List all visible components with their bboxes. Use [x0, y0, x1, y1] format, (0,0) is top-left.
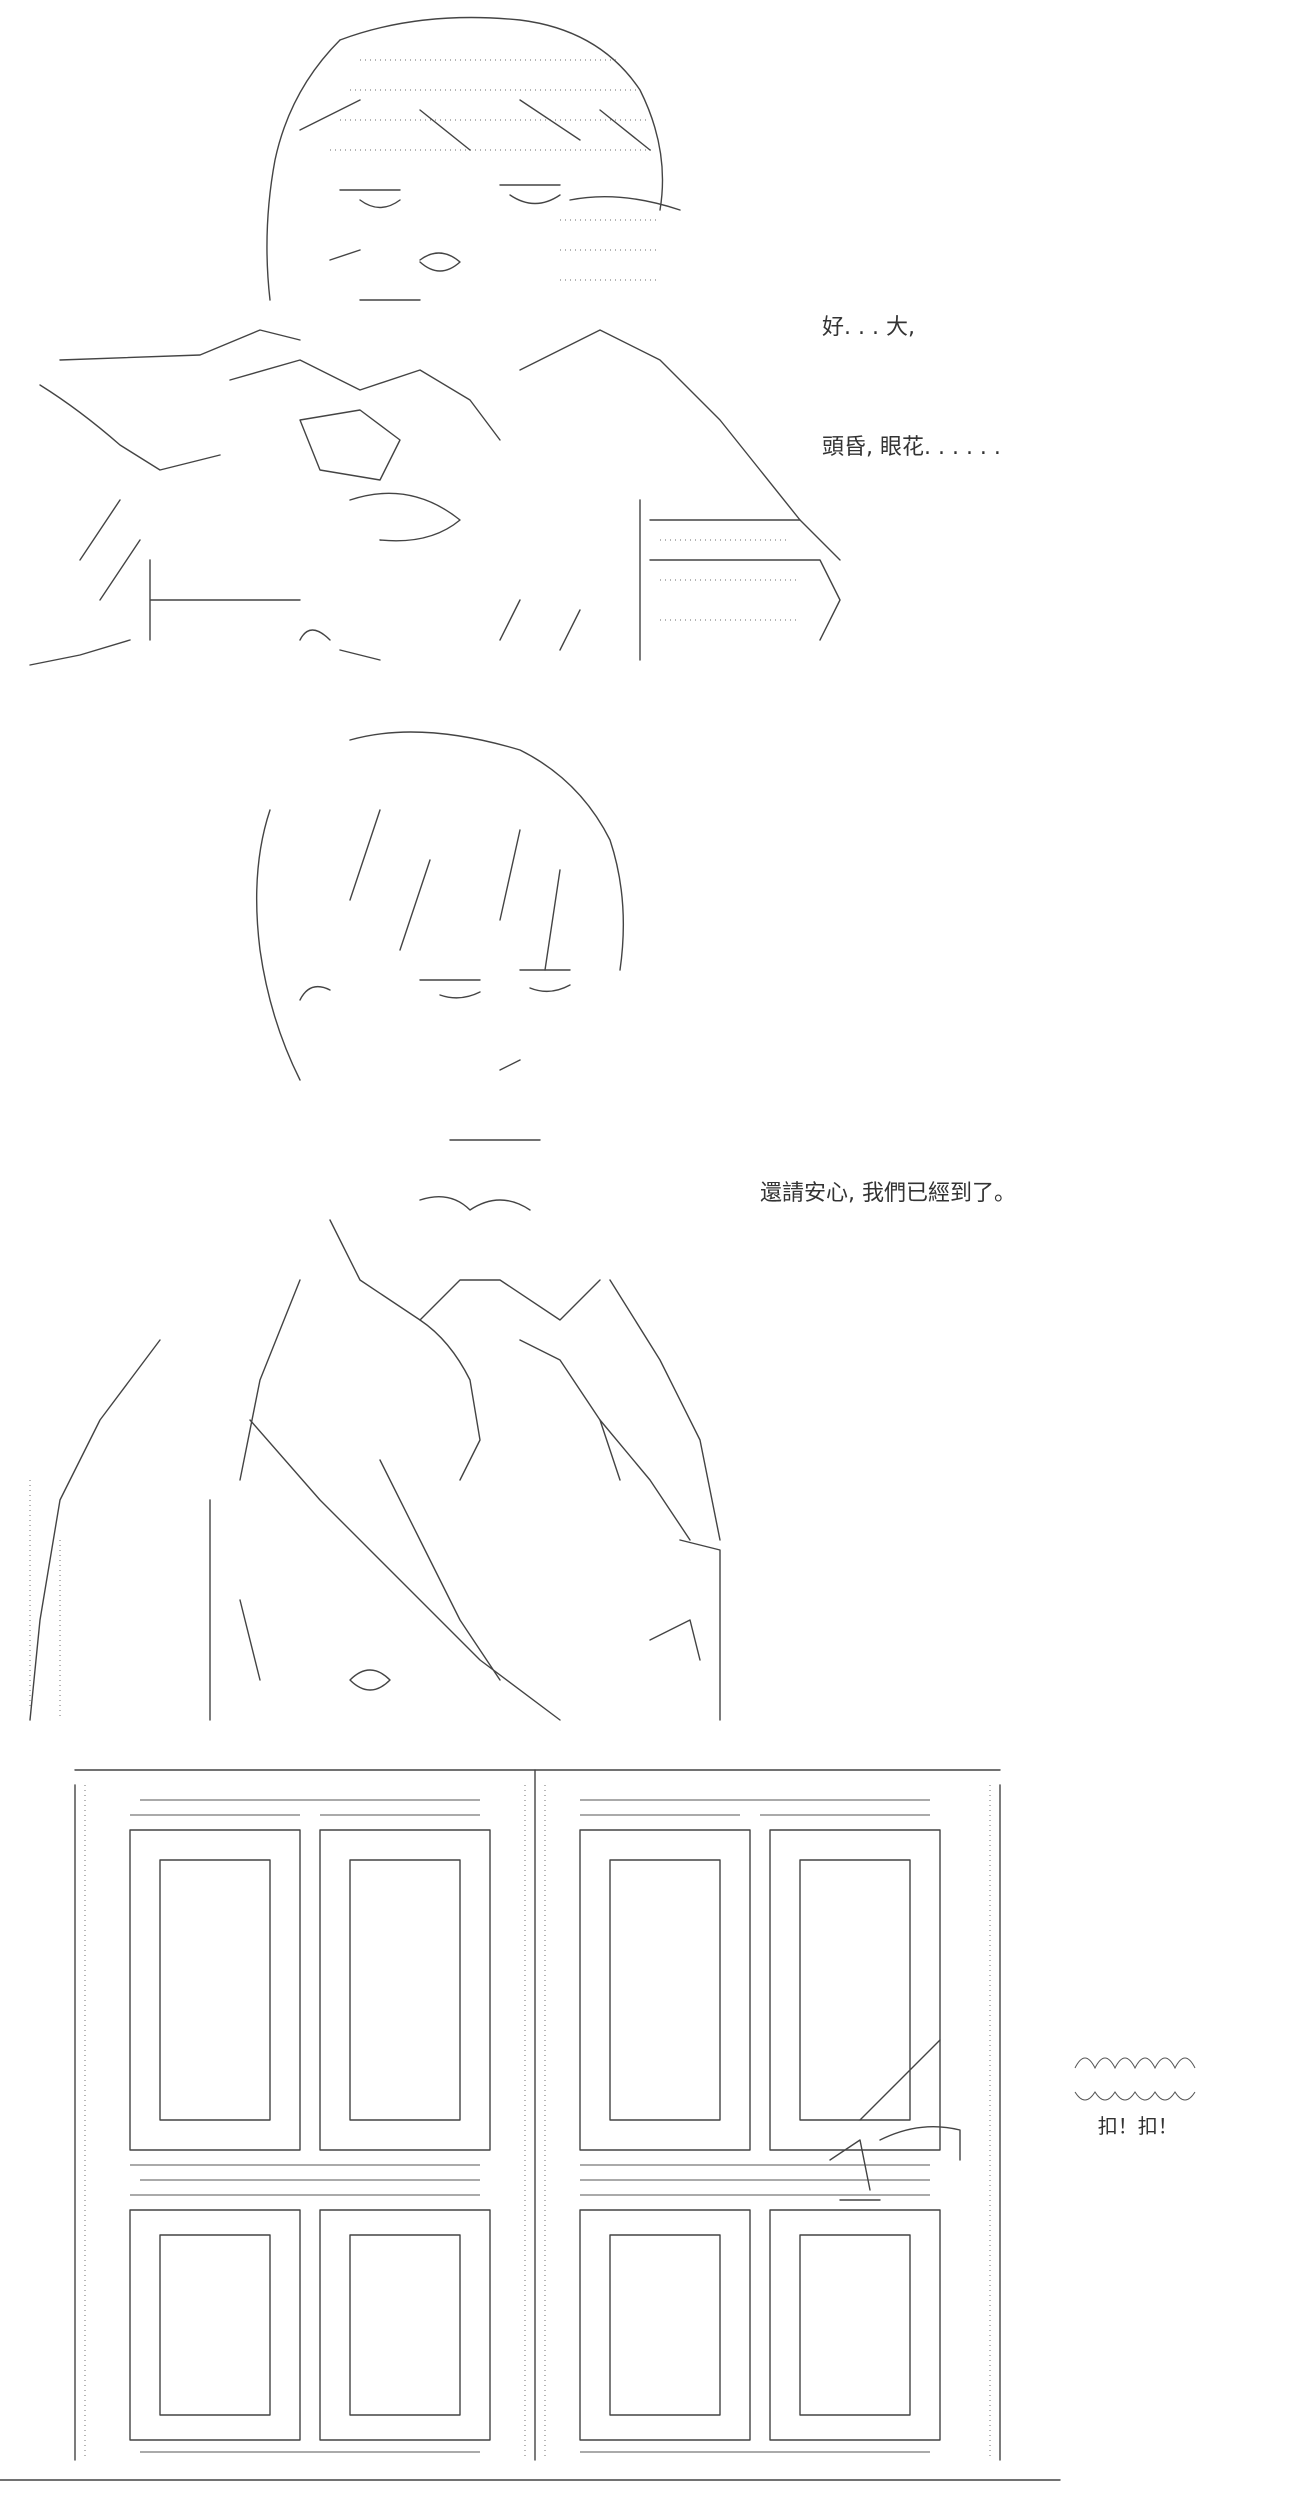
- knock-sound-effect: 扣！扣！: [1074, 2057, 1196, 2139]
- double-door-ascii-art: [0, 1769, 1061, 2481]
- knock-text: 扣！扣！: [1097, 2114, 1178, 2138]
- dialogue-line-2: 頭昏, 眼花. . . . . .: [822, 435, 1001, 460]
- burst-outline: [1074, 2057, 1196, 2101]
- dialogue-line-1: 好. . . 大,: [822, 315, 915, 340]
- panel-dizzy-character: [0, 0, 1300, 680]
- panel-2-dialogue: 還請安心, 我們已經到了。: [760, 1094, 1016, 1254]
- dialogue-line-1: 還請安心, 我們已經到了。: [760, 1181, 1016, 1206]
- panel-1-dialogue: 好. . . 大, 頭昏, 眼花. . . . . .: [822, 228, 1001, 508]
- panel-knocking-door: [0, 1740, 1300, 2500]
- reassuring-character-ascii-art: [29, 731, 721, 1721]
- panel-reassuring-character: [0, 720, 1300, 1730]
- dizzy-character-ascii-art: [29, 16, 841, 666]
